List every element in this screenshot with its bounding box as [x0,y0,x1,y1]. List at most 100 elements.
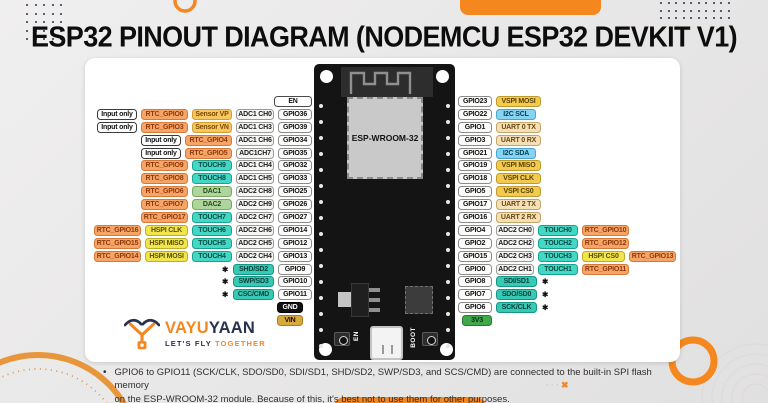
en-button-label: EN [353,331,360,342]
pin-badge-adc1-ch3: ADC1 CH3 [236,121,274,133]
pin-badge-rtc-gpio8: RTC_GPIO8 [141,173,188,185]
pin-badge-input-only: Input only [141,147,181,159]
pin-badge-uart-2-tx: UART 2 TX [496,199,541,211]
esp-wroom-32-module: ESP-WROOM-32 [347,97,423,179]
pin-badge-adc2-ch2: ADC2 CH2 [496,237,534,249]
pin-badge-rtc-gpio7: RTC_GPIO7 [141,199,188,211]
pin-badge-gpio15: GPIO15 [458,250,492,262]
pin-badge-rtc-gpio16: RTC_GPIO16 [94,224,141,236]
pin-badge-vspi-cs0: VSPI CS0 [496,186,541,198]
pin-hole [319,296,323,300]
pin-badge-touch4: TOUCH4 [192,250,232,262]
pin-hole [446,200,450,204]
pin-badge-gpio25: GPIO25 [278,186,312,198]
pin-row: ✱ CSC/CMD GPIO11 [85,289,312,301]
esp32-board: ESP-WROOM-32 EN BOOT [314,64,455,360]
pin-badge-adc2-ch9: ADC2 CH9 [236,199,274,211]
pin-badge-sensor-vn: Sensor VN [192,121,232,133]
en-button [334,332,350,346]
pin-badge-rtc-gpio4: RTC_GPIO4 [185,134,232,146]
pin-badge-gpio11: GPIO11 [278,289,312,301]
usb-uart-chip [405,286,433,314]
pin-badge-gpio33: GPIO33 [278,173,312,185]
pin-hole [319,120,323,124]
pin-badge-gpio26: GPIO26 [278,199,312,211]
pin-hole [319,152,323,156]
pin-badge-touch2: TOUCH2 [538,237,578,249]
vayuyaan-logo: VAYUYAAN LET'S FLY TOGETHER [124,317,266,351]
asterisk-icon: ✱ [541,303,549,313]
pin-badge-rtc-gpio10: RTC_GPIO10 [582,224,629,236]
pin-badge-i2c-sda: I2C SDA [496,147,536,159]
pin-badge-dac1: DAC1 [192,186,232,198]
antenna-icon [341,67,433,97]
pin-badge-gpio17: GPIO17 [458,199,492,211]
pin-badge-touch6: TOUCH6 [192,224,232,236]
pin-hole [446,168,450,172]
pin-row: GPIO21 I2C SDA [458,147,686,159]
pin-badge-gpio3: GPIO3 [458,134,492,146]
pin-badge-rtc-gpio14: RTC_GPIO14 [94,250,141,262]
pin-badge-en: EN [274,96,312,107]
pin-row: GPIO16 UART 2 RX [458,212,686,224]
pin-badge-gpio1: GPIO1 [458,121,492,133]
pin-badge-touch3: TOUCH3 [538,250,578,262]
pin-hole [446,120,450,124]
asterisk-icon: ✱ [221,290,229,300]
page-title: ESP32 PINOUT DIAGRAM (NODEMCU ESP32 DEVK… [30,21,738,53]
pin-hole [446,312,450,316]
pin-badge-gpio35: GPIO35 [278,147,312,159]
pin-badge-touch5: TOUCH5 [192,237,232,249]
pin-badge-adc2-ch8: ADC2 CH8 [236,186,274,198]
pin-badge-gpio21: GPIO21 [458,147,492,159]
pin-hole [446,216,450,220]
pin-hole [446,328,450,332]
pin-badge-adc2-ch4: ADC2 CH4 [236,250,274,262]
micro-usb-connector [370,326,403,360]
pin-badge-adc1-ch6: ADC1 CH6 [236,134,274,146]
pin-badge-adc2-ch1: ADC2 CH1 [496,263,534,275]
pin-badge-rtc-gpio0: RTC_GPIO0 [141,108,188,120]
pin-badge-rtc-gpio5: RTC_GPIO5 [185,147,232,159]
footer-line2: on the ESP-WROOM-32 module. Because of t… [114,393,510,403]
pin-row: 3V3 [458,315,686,327]
pin-hole [446,152,450,156]
pin-hole [446,136,450,140]
pin-hole [319,328,323,332]
pin-badge-rtc-gpio17: RTC_GPIO17 [141,212,188,224]
pin-badge-vin: VIN [277,315,303,327]
pin-badge-3v3: 3V3 [462,315,492,327]
pin-row: GND [85,302,312,314]
pin-hole [319,344,323,348]
pin-badge-csc-cmd: CSC/CMD [233,289,274,301]
x-mark-icon: ✖ [561,380,569,390]
pin-badge-gpio34: GPIO34 [278,134,312,146]
pin-badge-uart-2-rx: UART 2 RX [496,212,541,224]
boot-button-label: BOOT [410,327,417,348]
pin-badge-gpio8: GPIO8 [458,276,492,288]
pin-badge-sdi-sd1: SDI/SD1 [496,276,537,288]
pin-hole [319,280,323,284]
pin-hole [446,232,450,236]
pin-hole [319,184,323,188]
pin-row: VIN [85,315,312,327]
pin-badge-gpio0: GPIO0 [458,263,492,275]
pin-row: GPIO1 UART 0 TX [458,121,686,133]
pin-badge-gpio5: GPIO5 [458,186,492,198]
pin-badge-gpio16: GPIO16 [458,212,492,224]
pin-badge-uart-0-tx: UART 0 TX [496,121,541,133]
